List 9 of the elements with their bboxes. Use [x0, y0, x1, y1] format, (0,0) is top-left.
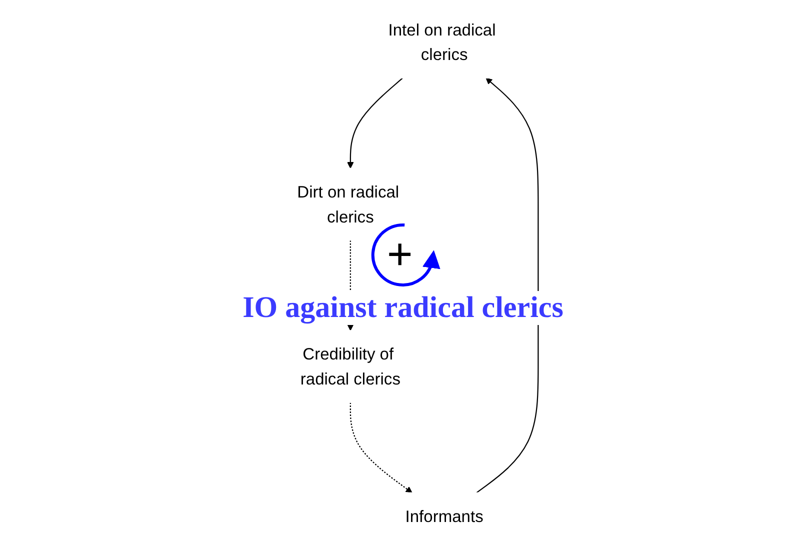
- loop-label: IO against radical clerics: [242, 291, 564, 325]
- node-text: Intel on radical clerics: [388, 20, 496, 64]
- node-text: Credibility of radical clerics: [300, 344, 400, 388]
- arrow: [350, 402, 412, 493]
- loop-polarity-sign: +: [387, 231, 413, 279]
- arrow: [347, 78, 403, 169]
- node-text: Dirt on radical clerics: [297, 182, 400, 226]
- arrow: [476, 78, 539, 494]
- node-text: Informants: [405, 506, 484, 526]
